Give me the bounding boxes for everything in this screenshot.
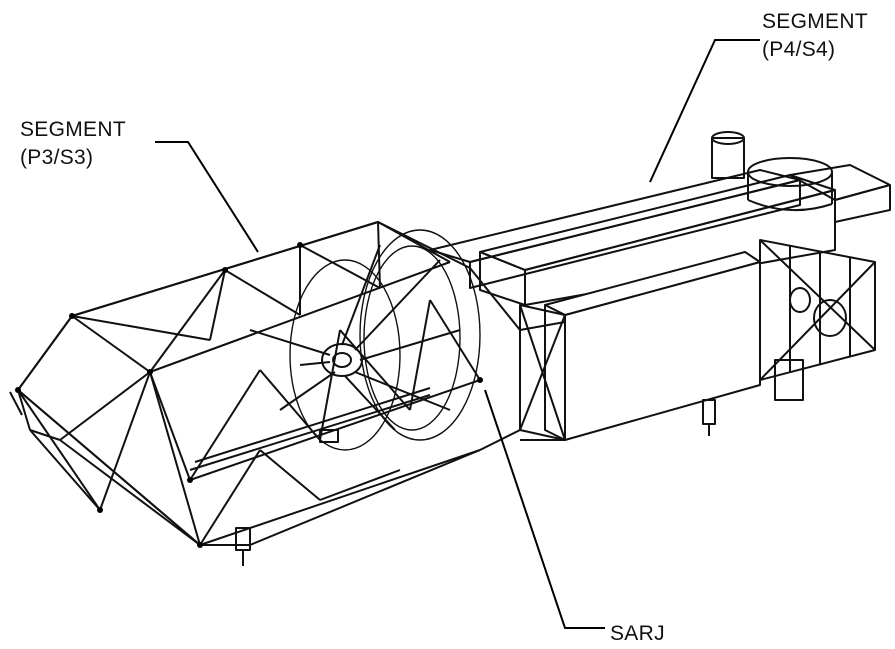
sarj-ring-outer	[359, 229, 481, 441]
leader-p3s3	[155, 141, 259, 253]
label-sarj: SARJ	[610, 622, 665, 645]
p4s4-segment	[429, 131, 891, 441]
label-segment-p4s4: SEGMENT (P4/S4)	[762, 8, 868, 64]
label-segment-p3s3: SEGMENT (P3/S3)	[20, 116, 126, 172]
p4s4-upper-box-end	[479, 251, 526, 306]
p4s4-end-plate	[789, 164, 891, 201]
p4s4-upper-box-top	[479, 174, 836, 271]
p4s4-top-beam-side	[469, 179, 801, 289]
p3s3-segment	[9, 221, 521, 566]
leader-sarj	[484, 389, 605, 629]
p4s4-end-plate-side	[834, 184, 891, 223]
p4s4-top-beam	[429, 169, 801, 263]
label-p3s3-line2: (P3/S3)	[20, 146, 94, 169]
label-p4s4-line2: (P4/S4)	[762, 38, 836, 61]
leader-p4s4	[649, 39, 760, 183]
p4s4-post	[711, 137, 745, 179]
label-p3s3-line1: SEGMENT	[20, 118, 126, 141]
label-p4s4-line1: SEGMENT	[762, 10, 868, 33]
sarj-ring-inner	[363, 245, 461, 431]
